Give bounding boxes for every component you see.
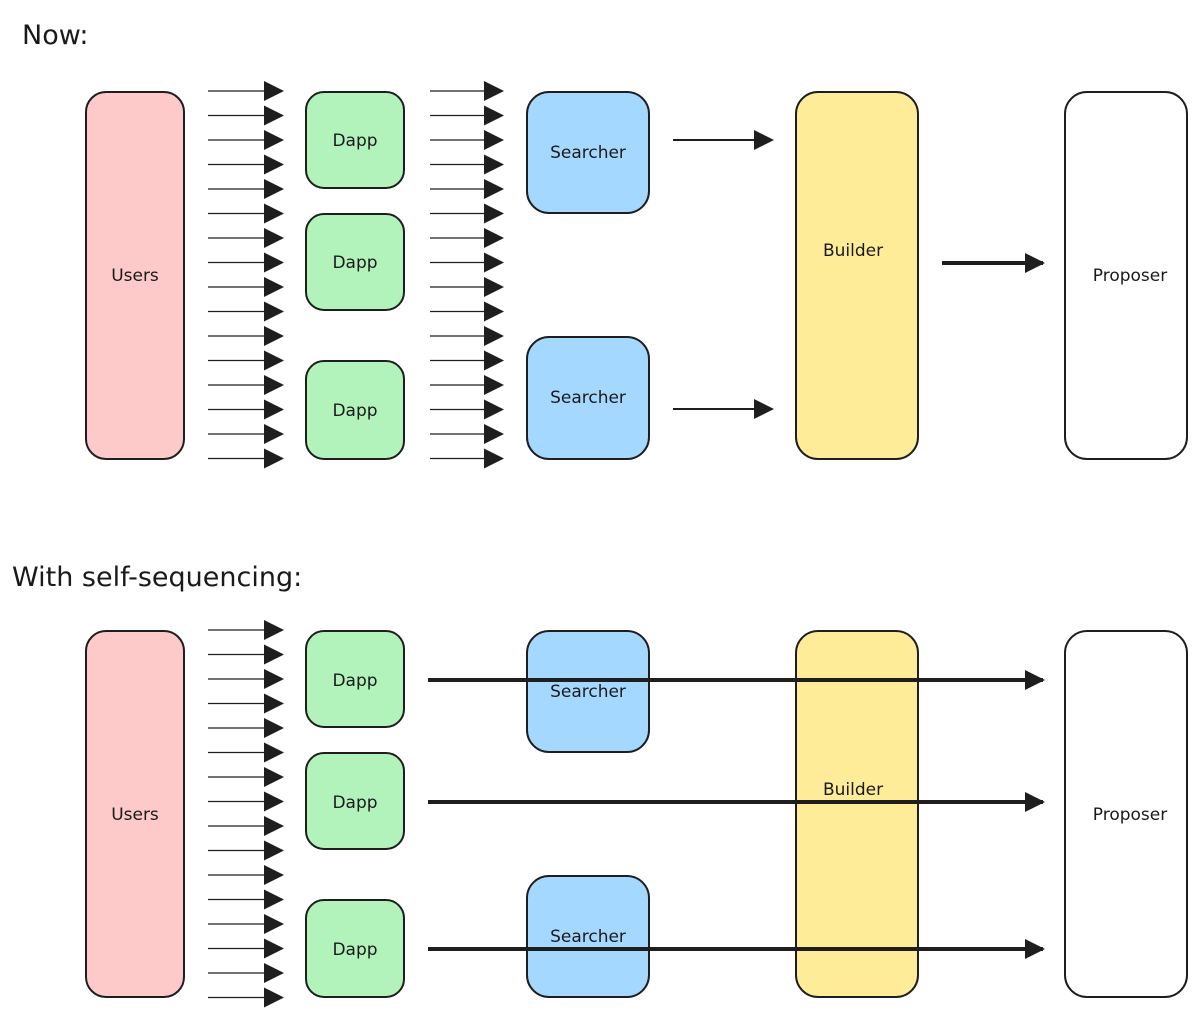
bottom-searcher-label-1: Searcher	[550, 682, 626, 702]
bottom-searcher-box-1: Searcher	[526, 630, 650, 753]
top-searcher-box-1: Searcher	[526, 91, 650, 214]
top-dapp-arrows	[430, 81, 504, 469]
top-dapp-rect-2	[305, 213, 405, 311]
bottom-dapp-rect-1	[305, 630, 405, 728]
bottom-searcher-rect-2	[526, 875, 650, 998]
top-proposer-label: Proposer	[1093, 266, 1167, 286]
top-dapp-box-2: Dapp	[305, 213, 405, 311]
top-user-arrows	[208, 81, 284, 469]
top-dapp-label-1: Dapp	[332, 131, 377, 151]
top-proposer-box: Proposer	[1064, 91, 1188, 460]
top-builder-box: Builder	[795, 91, 919, 460]
top-builder-rect	[795, 91, 919, 460]
bottom-dapp-label-1: Dapp	[332, 671, 377, 691]
bottom-dapp-label-2: Dapp	[332, 793, 377, 813]
top-dapp-rect-1	[305, 91, 405, 189]
top-users-label: Users	[111, 266, 159, 286]
bottom-dapp-box-1: Dapp	[305, 630, 405, 728]
top-proposer-rect	[1064, 91, 1188, 460]
bottom-searcher-label-2: Searcher	[550, 927, 626, 947]
bottom-users-box: Users	[85, 630, 185, 998]
bottom-dapp-box-2: Dapp	[305, 752, 405, 850]
top-searcher-label-2: Searcher	[550, 388, 626, 408]
bottom-proposer-rect	[1064, 630, 1188, 998]
top-searcher-box-2: Searcher	[526, 336, 650, 460]
top-users-box: Users	[85, 91, 185, 460]
top-searcher-rect-1	[526, 91, 650, 214]
self-sequencing-heading: With self-sequencing:	[12, 562, 302, 593]
bottom-proposer-label: Proposer	[1093, 805, 1167, 825]
bottom-user-arrows	[208, 620, 284, 1008]
bottom-proposer-box: Proposer	[1064, 630, 1188, 998]
bottom-dapp-label-3: Dapp	[332, 940, 377, 960]
now-heading: Now:	[22, 20, 88, 51]
top-dapp-label-2: Dapp	[332, 253, 377, 273]
top-dapp-rect-3	[305, 360, 405, 460]
bottom-builder-rect	[795, 630, 919, 998]
bottom-users-rect	[85, 630, 185, 998]
bottom-searcher-rect-1	[526, 630, 650, 753]
bottom-builder-box: Builder	[795, 630, 919, 998]
top-dapp-box-1: Dapp	[305, 91, 405, 189]
top-dapp-box-3: Dapp	[305, 360, 405, 460]
bottom-dapp-box-3: Dapp	[305, 899, 405, 998]
bottom-dapp-rect-2	[305, 752, 405, 850]
top-searcher-rect-2	[526, 336, 650, 460]
top-dapp-label-3: Dapp	[332, 401, 377, 421]
top-searcher-label-1: Searcher	[550, 143, 626, 163]
bottom-users-label: Users	[111, 805, 159, 825]
top-users-rect	[85, 91, 185, 460]
bottom-builder-label: Builder	[823, 780, 883, 800]
bottom-searcher-box-2: Searcher	[526, 875, 650, 998]
bottom-dapp-rect-3	[305, 899, 405, 998]
top-builder-label: Builder	[823, 241, 883, 261]
